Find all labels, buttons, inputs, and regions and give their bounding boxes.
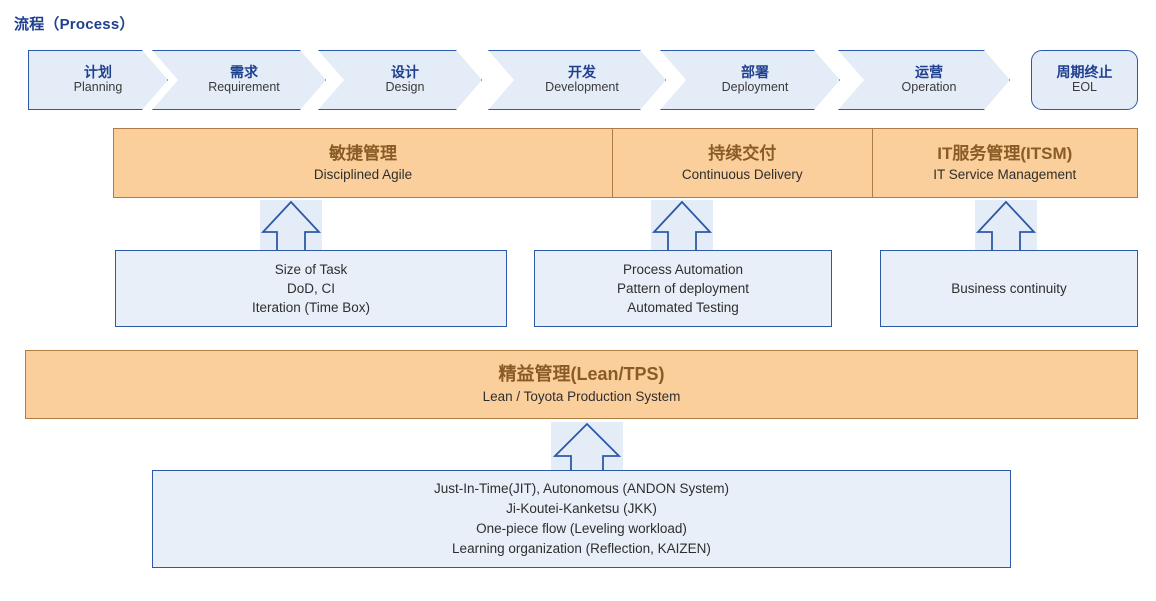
detail-text: Just-In-Time(JIT), Autonomous (ANDON Sys…: [433, 480, 730, 557]
process-stage-requirement[interactable]: 需求 Requirement: [152, 50, 326, 110]
practice-label-en: Disciplined Agile: [313, 166, 413, 182]
practice-cell-agile[interactable]: 敏捷管理 Disciplined Agile: [114, 129, 612, 197]
stage-label-en: Design: [385, 80, 425, 95]
up-arrow-agile: [260, 200, 322, 256]
stage-label-en: Planning: [73, 80, 123, 95]
page-title: 流程（Process）: [14, 16, 135, 33]
process-stage-planning[interactable]: 计划 Planning: [28, 50, 168, 110]
stage-label-cn: 运营: [915, 63, 943, 80]
up-arrow-continuous-delivery: [651, 200, 713, 256]
stage-label-en: EOL: [1071, 80, 1097, 95]
detail-box-agile[interactable]: Size of Task DoD, CI Iteration (Time Box…: [115, 250, 507, 327]
stage-label-en: Requirement: [208, 80, 280, 95]
up-arrow-itsm: [975, 200, 1037, 256]
practice-label-en: IT Service Management: [933, 166, 1077, 182]
stage-label-en: Deployment: [721, 80, 789, 95]
stage-label-cn: 周期终止: [1056, 63, 1113, 80]
stage-label-en: Development: [545, 80, 619, 95]
practice-label-en: Continuous Delivery: [681, 166, 803, 182]
stage-label-cn: 开发: [568, 63, 596, 80]
stage-label-cn: 部署: [741, 63, 769, 80]
stage-label-cn: 需求: [230, 63, 258, 80]
foundation-band-lean[interactable]: 精益管理(Lean/TPS) Lean / Toyota Production …: [25, 350, 1138, 419]
detail-box-itsm[interactable]: Business continuity: [880, 250, 1138, 327]
process-stage-operation[interactable]: 运营 Operation: [838, 50, 1010, 110]
foundation-label-cn: 精益管理(Lean/TPS): [498, 363, 665, 384]
practice-label-cn: IT服务管理(ITSM): [937, 143, 1073, 163]
detail-text: Size of Task DoD, CI Iteration (Time Box…: [251, 261, 371, 316]
stage-label-en: Operation: [901, 80, 957, 95]
process-stage-row: 计划 Planning 需求 Requirement 设计 Design 开发 …: [0, 50, 1156, 110]
foundation-label-en: Lean / Toyota Production System: [482, 389, 681, 405]
practice-cell-continuous-delivery[interactable]: 持续交付 Continuous Delivery: [612, 129, 872, 197]
detail-text: Business continuity: [951, 280, 1067, 296]
practice-cell-itsm[interactable]: IT服务管理(ITSM) IT Service Management: [871, 129, 1137, 197]
practice-label-cn: 持续交付: [708, 143, 777, 163]
practice-label-cn: 敏捷管理: [329, 143, 398, 163]
process-stage-development[interactable]: 开发 Development: [488, 50, 666, 110]
detail-box-lean[interactable]: Just-In-Time(JIT), Autonomous (ANDON Sys…: [152, 470, 1011, 568]
process-stage-design[interactable]: 设计 Design: [318, 50, 482, 110]
stage-label-cn: 设计: [391, 63, 419, 80]
detail-text: Process Automation Pattern of deployment…: [616, 261, 750, 316]
practice-band: 敏捷管理 Disciplined Agile 持续交付 Continuous D…: [113, 128, 1138, 198]
process-stage-deployment[interactable]: 部署 Deployment: [660, 50, 840, 110]
process-stage-eol[interactable]: 周期终止 EOL: [1031, 50, 1138, 110]
stage-label-cn: 计划: [84, 63, 112, 80]
detail-box-continuous-delivery[interactable]: Process Automation Pattern of deployment…: [534, 250, 832, 327]
up-arrow-lean: [551, 422, 623, 478]
